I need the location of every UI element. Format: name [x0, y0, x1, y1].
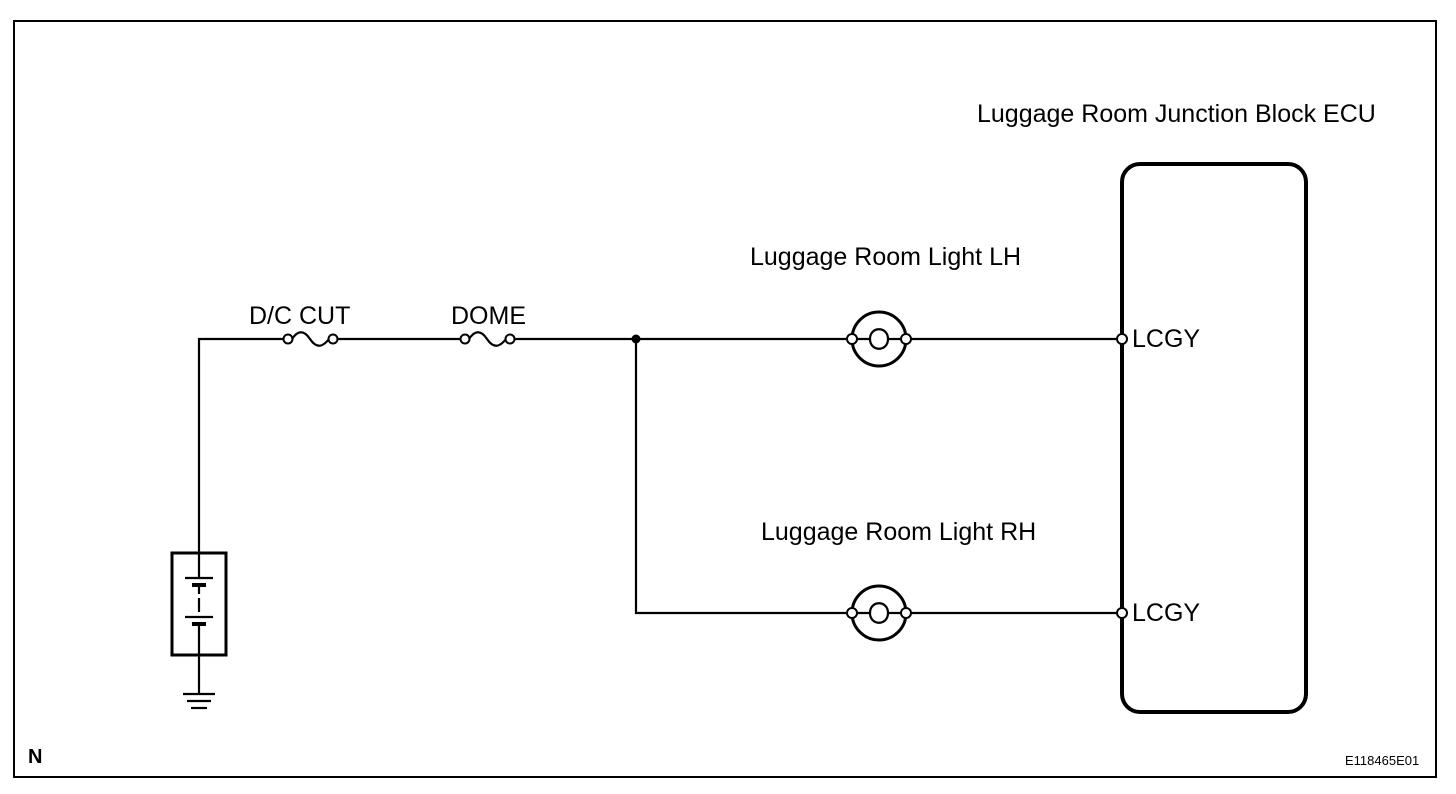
light-lh-label: Luggage Room Light LH — [750, 243, 1021, 271]
ground-icon — [183, 655, 215, 710]
fuse-dome-label: DOME — [451, 302, 526, 330]
wire-to-light-rh — [634, 339, 846, 615]
fuse-dc-cut — [282, 331, 339, 347]
wire-battery-up — [197, 337, 284, 553]
diagram-frame — [13, 20, 1437, 778]
ecu-block — [1120, 162, 1308, 714]
fuse-dc-cut-label: D/C CUT — [249, 302, 350, 330]
figure-code: E118465E01 — [1345, 753, 1419, 768]
terminal-rh — [1116, 607, 1128, 619]
fuse-dome — [459, 331, 516, 347]
light-rh-label: Luggage Room Light RH — [761, 518, 1036, 546]
terminal-lh-label: LCGY — [1132, 325, 1200, 353]
ecu-label: Luggage Room Junction Block ECU — [977, 100, 1376, 128]
battery-icon — [170, 551, 228, 657]
lamp-lh-icon — [846, 310, 912, 368]
terminal-rh-label: LCGY — [1132, 599, 1200, 627]
terminal-lh — [1116, 333, 1128, 345]
lamp-rh-icon — [846, 584, 912, 642]
corner-letter: N — [28, 746, 42, 768]
